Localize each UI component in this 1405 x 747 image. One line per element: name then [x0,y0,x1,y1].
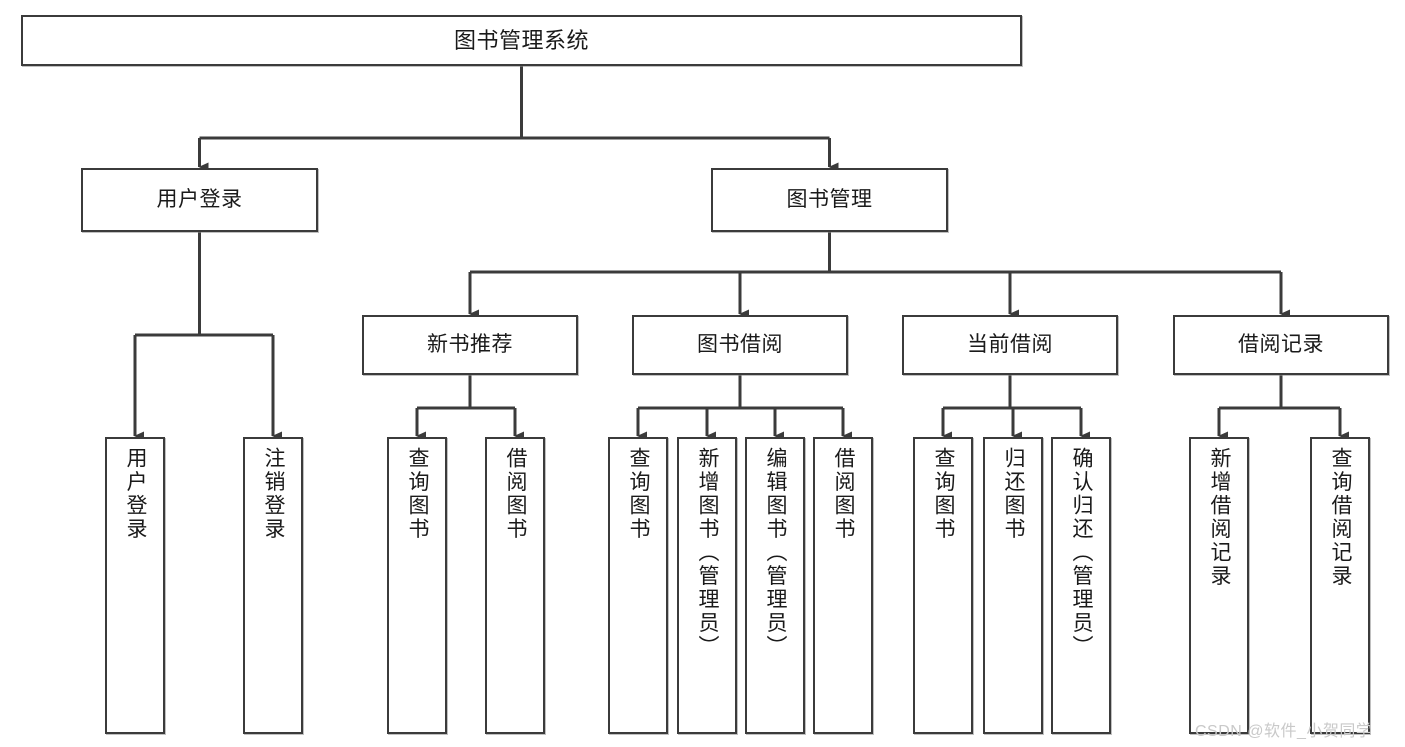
node-borrow[interactable]: 图书借阅 [632,315,848,375]
node-label: 新增图书（管理员） [696,447,720,659]
node-label: 编辑图书（管理员） [764,447,788,659]
node-leaf-nb-borrow[interactable]: 借阅图书 [485,437,545,734]
node-leaf-bo-borrow[interactable]: 借阅图书 [813,437,873,734]
node-label: 查询图书 [406,447,430,541]
node-leaf-nb-query[interactable]: 查询图书 [387,437,447,734]
node-label: 用户登录 [156,187,243,211]
node-leaf-rec-add[interactable]: 新增借阅记录 [1189,437,1249,734]
node-leaf-cur-query[interactable]: 查询图书 [913,437,973,734]
node-leaf-bo-query[interactable]: 查询图书 [608,437,668,734]
node-label: 借阅记录 [1238,332,1324,356]
node-leaf-user-login[interactable]: 用户登录 [105,437,165,734]
node-records[interactable]: 借阅记录 [1173,315,1389,375]
node-label: 用户登录 [124,447,148,541]
node-label: 图书借阅 [697,332,783,356]
node-label: 借阅图书 [504,447,528,541]
node-label: 图书管理 [786,187,873,211]
node-label: 查询图书 [932,447,956,541]
node-bookmgr[interactable]: 图书管理 [711,168,948,232]
node-root[interactable]: 图书管理系统 [21,15,1022,66]
node-label: 新增借阅记录 [1208,447,1232,588]
node-leaf-bo-add[interactable]: 新增图书（管理员） [677,437,737,734]
node-newbook[interactable]: 新书推荐 [362,315,578,375]
node-label: 新书推荐 [427,332,513,356]
connector-lines [133,66,1349,441]
node-label: 归还图书 [1002,447,1026,541]
node-leaf-cur-return[interactable]: 归还图书 [983,437,1043,734]
node-label: 当前借阅 [967,332,1053,356]
node-label: 借阅图书 [832,447,856,541]
node-label: 图书管理系统 [453,27,589,53]
node-leaf-rec-query[interactable]: 查询借阅记录 [1310,437,1370,734]
node-label: 查询图书 [627,447,651,541]
node-leaf-bo-edit[interactable]: 编辑图书（管理员） [745,437,805,734]
node-label: 查询借阅记录 [1329,447,1353,588]
node-current[interactable]: 当前借阅 [902,315,1118,375]
node-label: 确认归还（管理员） [1070,447,1094,659]
node-leaf-user-logout[interactable]: 注销登录 [243,437,303,734]
node-login[interactable]: 用户登录 [81,168,318,232]
node-leaf-cur-confirm[interactable]: 确认归还（管理员） [1051,437,1111,734]
node-label: 注销登录 [262,447,286,541]
